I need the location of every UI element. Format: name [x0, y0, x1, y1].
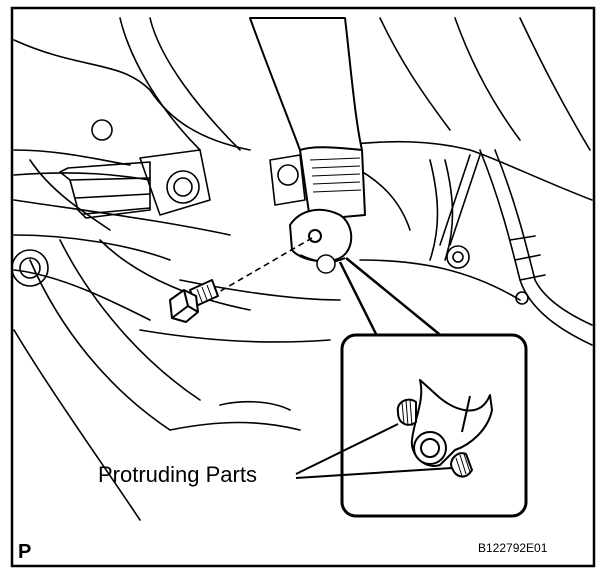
corner-mark: P [18, 541, 31, 563]
callout-leaders [295, 423, 453, 479]
bolt-part [169, 279, 219, 323]
zoom-leader [338, 257, 445, 339]
seat-belt-anchor [249, 17, 366, 274]
detail-inset [340, 333, 528, 518]
protruding-parts-label: Protruding Parts [98, 462, 257, 487]
figure-id: B122792E01 [478, 541, 548, 555]
